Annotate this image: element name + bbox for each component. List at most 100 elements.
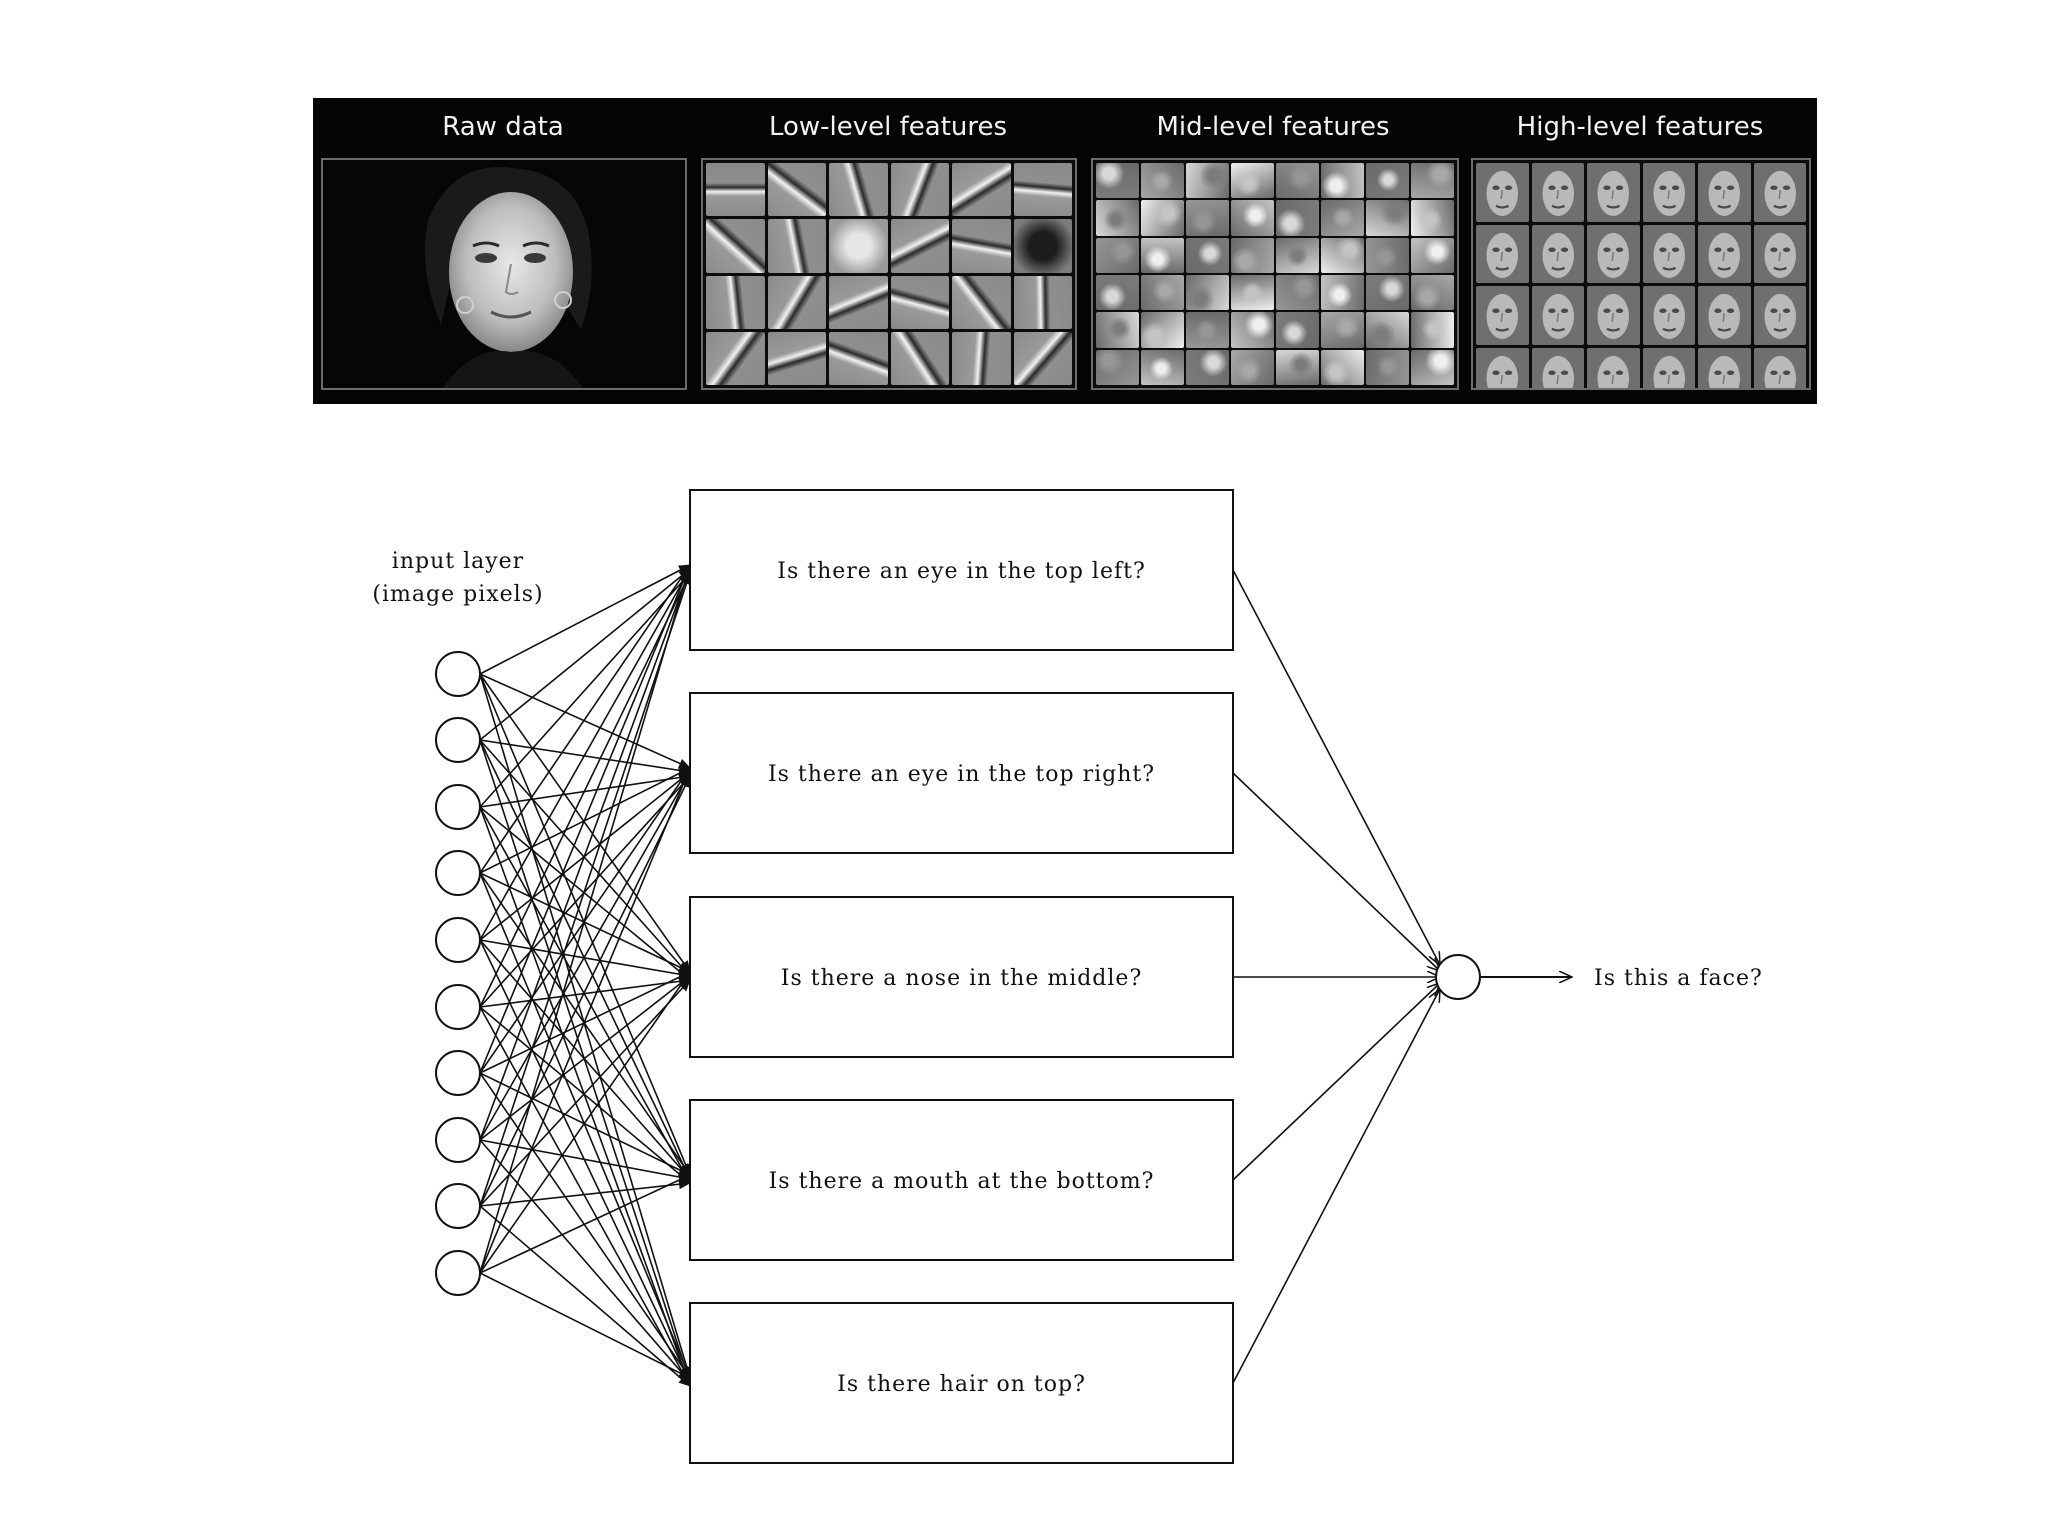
mid-level-feature-tile — [1276, 237, 1319, 273]
input-node — [435, 651, 481, 697]
edge-input-0-question-1 — [479, 673, 691, 769]
edge-input-1-question-3 — [479, 739, 691, 1180]
edge-input-3-question-4 — [479, 872, 691, 1379]
face-template-icon — [1708, 355, 1740, 388]
face-template-icon — [1764, 170, 1796, 216]
edge-input-8-question-0 — [479, 572, 692, 1207]
edge-input-2-question-2 — [479, 806, 691, 981]
face-template-icon — [1542, 232, 1574, 278]
face-template-icon — [1542, 355, 1574, 388]
edge-input-0-question-3 — [479, 673, 691, 1176]
edge-input-7-question-1 — [479, 771, 691, 1141]
mid-level-feature-tile — [1411, 200, 1454, 236]
low-level-feature-tile — [706, 275, 765, 329]
mid-level-feature-tile — [1411, 163, 1454, 199]
input-node — [435, 984, 481, 1030]
face-template-icon — [1597, 170, 1629, 216]
mid-level-tiles — [1093, 160, 1457, 388]
low-level-tiles — [703, 160, 1075, 388]
mid-level-feature-tile — [1096, 237, 1139, 273]
edge-input-9-question-0 — [479, 564, 692, 1274]
low-level-features-title: Low-level features — [768, 112, 1008, 142]
low-level-feature-tile — [890, 275, 949, 329]
mid-level-feature-tile — [1231, 274, 1274, 311]
low-level-feature-tile — [829, 163, 888, 217]
input-node — [435, 1183, 481, 1229]
face-template-icon — [1653, 294, 1685, 340]
mid-level-feature-tile — [1186, 274, 1229, 311]
mid-level-feature-tile — [1321, 163, 1364, 199]
mid-level-feature-tile — [1366, 237, 1409, 273]
face-template-icon — [1653, 355, 1685, 388]
mid-level-feature-tile — [1096, 163, 1139, 199]
edge-question-4-output — [1232, 989, 1440, 1384]
mid-level-feature-tile — [1141, 274, 1184, 311]
mid-level-feature-tile — [1186, 349, 1229, 385]
question-box — [689, 489, 1234, 651]
edge-input-7-question-4 — [479, 1139, 691, 1383]
mid-level-feature-tile — [1321, 349, 1364, 385]
edge-input-1-question-0 — [479, 568, 691, 741]
high-level-face-tile — [1698, 286, 1751, 345]
question-box — [689, 1302, 1234, 1464]
edge-input-8-question-1 — [479, 775, 691, 1207]
edge-input-4-question-2 — [479, 939, 691, 980]
high-level-face-tile — [1753, 163, 1806, 222]
edge-input-5-question-2 — [479, 976, 691, 1008]
low-level-feature-tile — [767, 331, 826, 385]
high-level-face-tile — [1531, 224, 1584, 284]
edge-input-5-question-0 — [479, 572, 691, 1008]
mid-level-feature-tile — [1096, 349, 1139, 385]
high-level-face-tile — [1753, 224, 1806, 284]
mid-level-feature-tile — [1321, 237, 1364, 273]
edge-input-2-question-3 — [479, 806, 691, 1184]
face-template-icon — [1653, 232, 1685, 278]
question-box — [689, 1099, 1234, 1261]
low-level-feature-tile — [829, 275, 888, 329]
mid-level-feature-tile — [1231, 200, 1274, 236]
mid-level-feature-grid — [1091, 158, 1459, 390]
edge-input-2-question-0 — [479, 572, 691, 808]
high-level-face-tile — [1698, 163, 1751, 222]
input-node — [435, 917, 481, 963]
edge-question-1-output — [1232, 772, 1440, 971]
edge-input-7-question-2 — [479, 975, 691, 1141]
low-level-feature-tile — [1013, 219, 1072, 273]
edge-input-6-question-4 — [479, 1072, 691, 1379]
low-level-feature-tile — [952, 331, 1011, 385]
mid-level-feature-tile — [1276, 349, 1319, 385]
low-level-feature-tile — [767, 275, 826, 329]
mid-level-feature-tile — [1321, 274, 1364, 311]
face-template-icon — [1597, 294, 1629, 340]
low-level-feature-tile — [706, 163, 765, 217]
edge-input-3-question-2 — [479, 872, 691, 973]
edge-input-4-question-0 — [479, 568, 691, 941]
face-template-icon — [1486, 294, 1518, 340]
mid-level-feature-tile — [1141, 349, 1184, 385]
face-template-icon — [1486, 232, 1518, 278]
input-to-question-edges — [479, 564, 692, 1387]
face-template-icon — [1542, 170, 1574, 216]
edge-input-9-question-3 — [479, 1174, 691, 1274]
mid-level-feature-tile — [1231, 237, 1274, 273]
mid-level-feature-tile — [1141, 200, 1184, 236]
mid-level-feature-tile — [1096, 274, 1139, 311]
high-level-face-tile — [1587, 347, 1640, 388]
mid-level-feature-tile — [1231, 312, 1274, 348]
face-template-icon — [1542, 294, 1574, 340]
mid-level-feature-tile — [1276, 163, 1319, 199]
high-level-tiles — [1473, 160, 1809, 388]
mid-level-feature-tile — [1321, 200, 1364, 236]
low-level-feature-tile — [706, 219, 765, 273]
low-level-feature-tile — [952, 163, 1011, 217]
mid-level-feature-tile — [1366, 312, 1409, 348]
feature-hierarchy-panel: Raw data Low-level features Mid-level fe… — [313, 98, 1817, 404]
mid-level-feature-tile — [1096, 200, 1139, 236]
high-level-face-tile — [1642, 347, 1695, 388]
input-node — [435, 717, 481, 763]
question-text: Is there an eye in the top right? — [768, 762, 1155, 787]
face-template-icon — [1764, 232, 1796, 278]
high-level-face-tile — [1476, 347, 1529, 388]
mid-level-feature-tile — [1366, 274, 1409, 311]
